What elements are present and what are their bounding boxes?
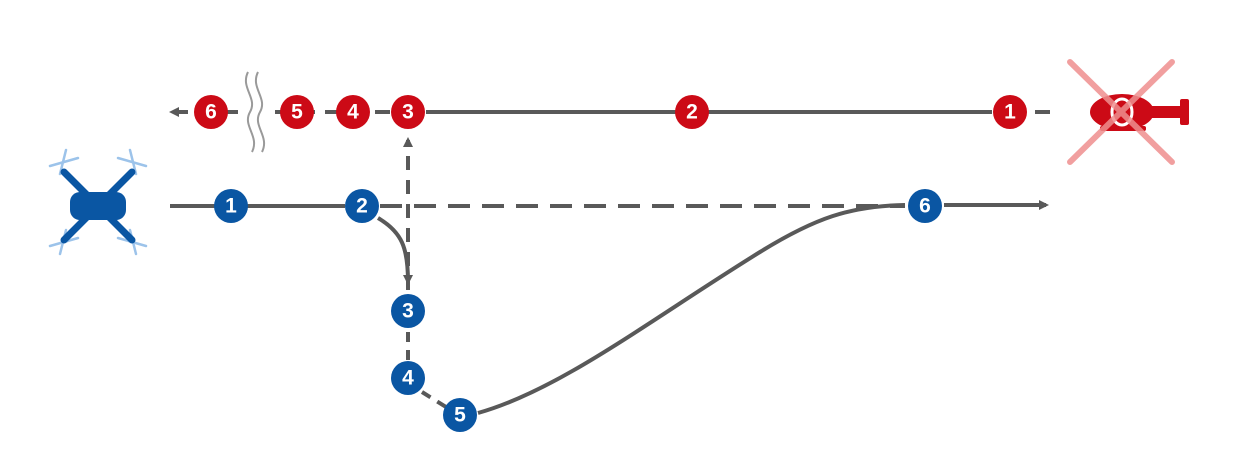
drone-waypoint-4: 4 <box>391 361 425 395</box>
drone-waypoints: 1 2 3 4 5 6 <box>214 189 942 432</box>
waypoint-label: 3 <box>402 101 414 124</box>
avoidance-segment-4-5 <box>420 390 448 409</box>
helicopter-waypoints: 1 2 3 4 5 6 <box>194 95 1027 129</box>
waypoint-label: 5 <box>291 101 303 124</box>
helicopter-waypoint-2: 2 <box>675 95 709 129</box>
return-curve <box>477 203 906 415</box>
drone-waypoint-3: 3 <box>391 294 425 328</box>
helicopter-waypoint-1: 1 <box>993 95 1027 129</box>
waypoint-label: 4 <box>402 367 414 390</box>
helicopter-waypoint-5: 5 <box>280 95 314 129</box>
helicopter-waypoint-4: 4 <box>336 95 370 129</box>
waypoint-label: 5 <box>454 404 466 427</box>
helicopter-waypoint-3: 3 <box>391 95 425 129</box>
waypoint-label: 2 <box>356 195 368 218</box>
helicopter-waypoint-6: 6 <box>194 95 228 129</box>
quadcopter-drone-icon <box>48 148 148 256</box>
descent-curve-arrow <box>376 216 413 285</box>
axis-break-icon <box>245 71 265 153</box>
waypoint-label: 2 <box>686 101 698 124</box>
drone-waypoint-2: 2 <box>345 189 379 223</box>
drone-path <box>170 200 1049 210</box>
avoidance-path <box>376 137 906 415</box>
waypoint-label: 1 <box>225 195 237 218</box>
waypoint-label: 6 <box>205 101 217 124</box>
waypoint-label: 4 <box>347 101 359 124</box>
waypoint-label: 1 <box>1004 101 1016 124</box>
drone-waypoint-6: 6 <box>908 189 942 223</box>
waypoint-label: 6 <box>919 195 931 218</box>
cross-out-icon <box>1067 59 1175 165</box>
waypoint-label: 3 <box>402 300 414 323</box>
drone-waypoint-5: 5 <box>443 398 477 432</box>
drone-waypoint-1: 1 <box>214 189 248 223</box>
